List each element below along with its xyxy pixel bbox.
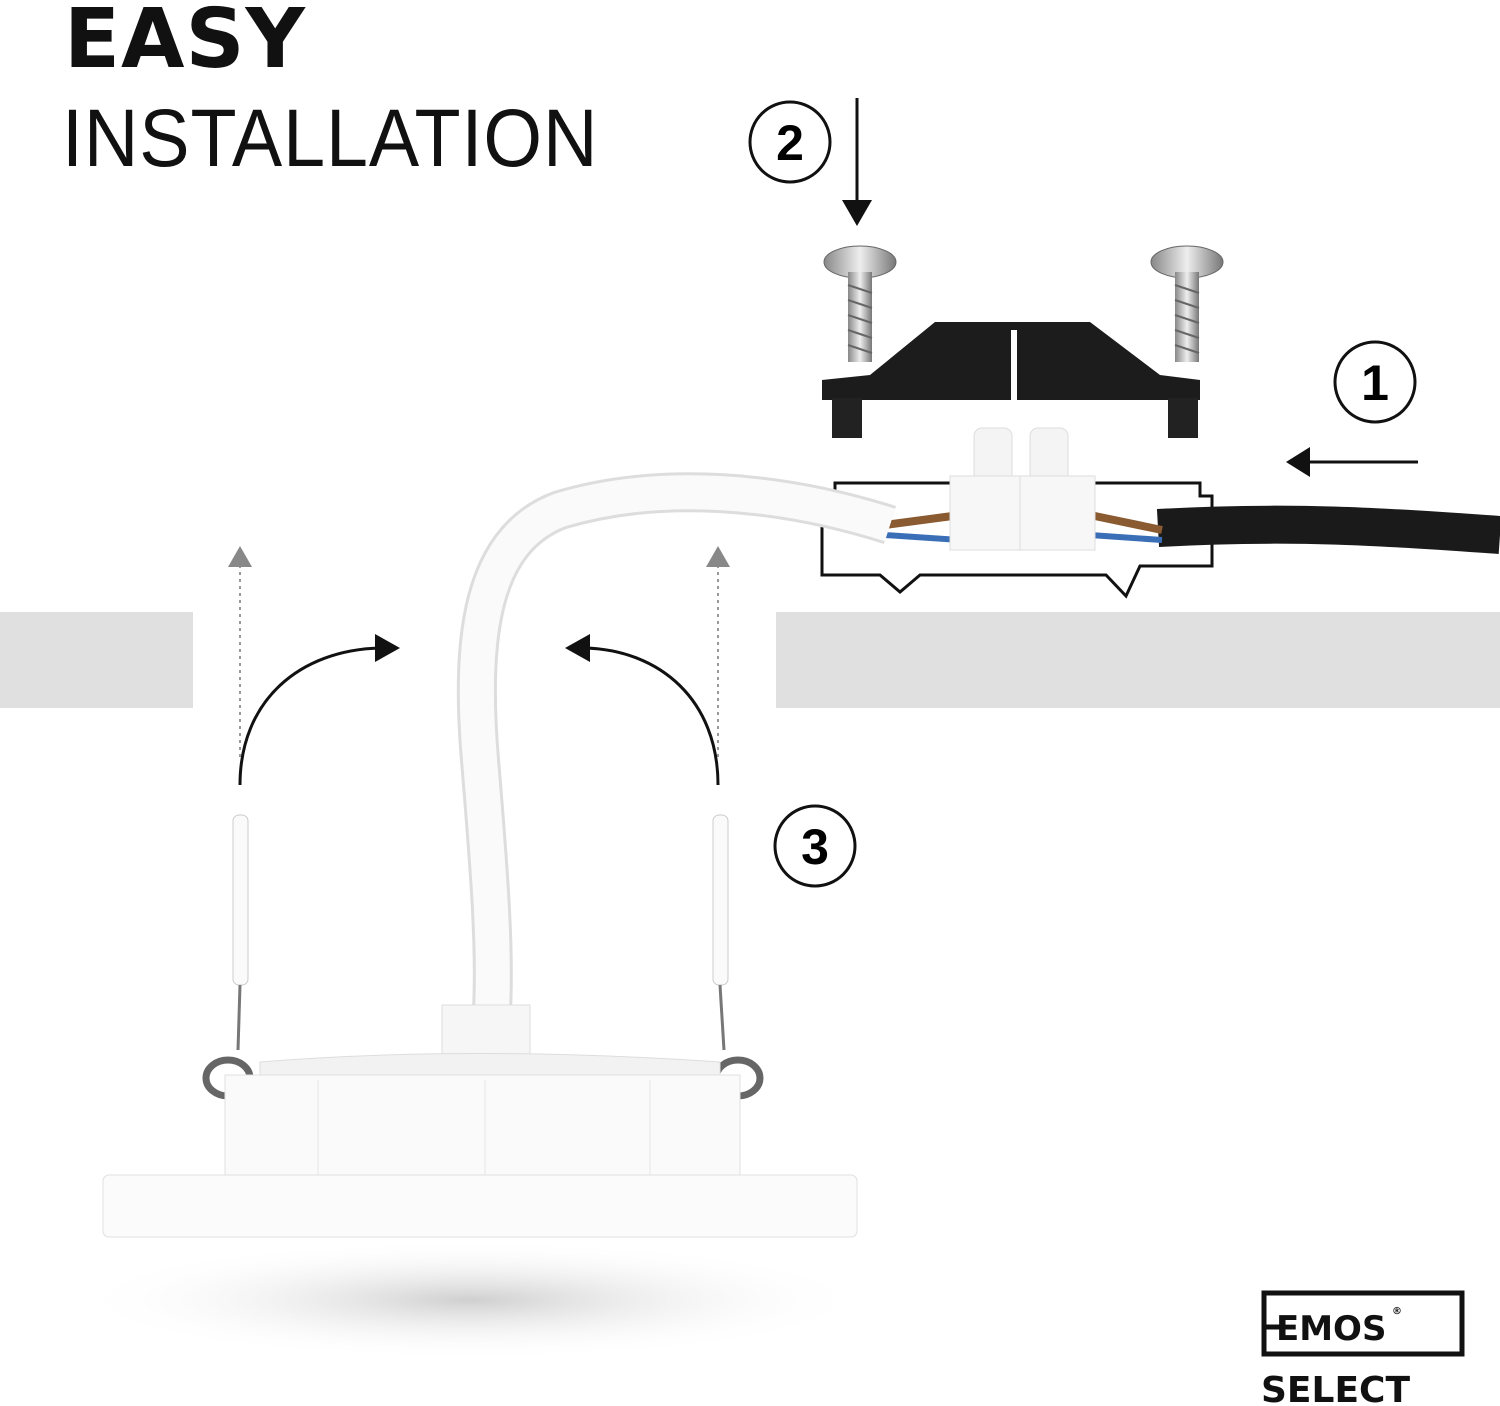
emos-select-logo: EMOS ® SELECT (1261, 1290, 1465, 1406)
step-3-label: 3 (801, 819, 829, 875)
step-1-label: 1 (1361, 355, 1389, 411)
curved-arrow-right-icon (565, 634, 720, 786)
arrow-down-icon (842, 98, 872, 226)
curved-arrow-left-icon (238, 634, 400, 786)
title-installation: INSTALLATION (62, 93, 599, 184)
screw-right (1150, 245, 1224, 362)
logo-sub: SELECT (1261, 1370, 1410, 1406)
title-easy: EASY (64, 0, 306, 87)
logo-registered-mark: ® (1392, 1306, 1402, 1317)
terminal-cover-bracket (822, 322, 1200, 438)
ceiling-left (0, 612, 193, 708)
logo-brand: EMOS (1276, 1309, 1386, 1349)
step-3-badge: 3 (773, 804, 857, 888)
spring-right (712, 814, 764, 1100)
screw-left (823, 245, 897, 362)
ceiling-right (776, 612, 1500, 708)
arrow-left-icon (1286, 447, 1418, 477)
wire-brown (884, 511, 1163, 534)
wire-blue (884, 532, 1163, 543)
step-2-label: 2 (776, 115, 804, 171)
guide-left (228, 546, 252, 760)
spring-left (202, 814, 254, 1100)
mains-cable (1156, 505, 1500, 554)
guide-right (706, 546, 730, 760)
step-1-badge: 1 (1333, 340, 1417, 424)
terminal-connector (949, 427, 1096, 551)
shadow (70, 1240, 870, 1360)
luminaire-cable (456, 472, 897, 1011)
step-2-badge: 2 (748, 100, 832, 184)
luminaire-body (102, 1004, 858, 1238)
